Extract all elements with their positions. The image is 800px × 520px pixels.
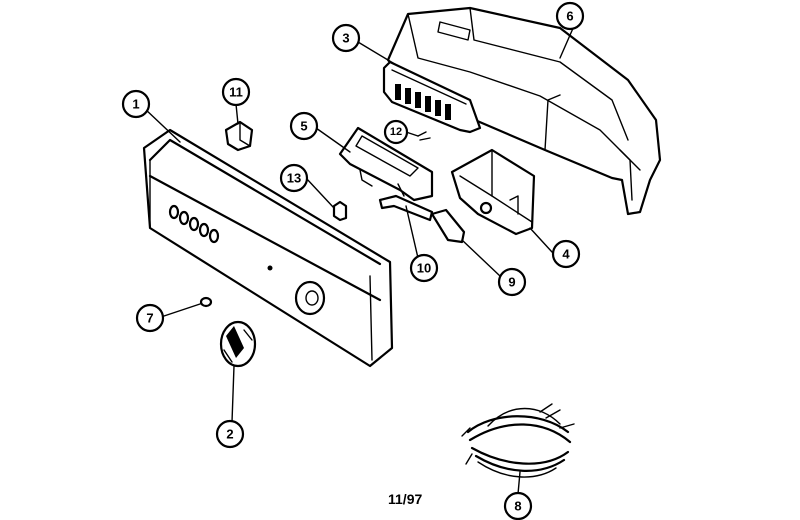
callout-10: 10 (409, 253, 439, 283)
callout-9: 9 (497, 267, 527, 297)
part-11-clip (224, 120, 254, 152)
callout-11: 11 (221, 77, 251, 107)
callout-label: 3 (342, 31, 349, 46)
callout-5: 5 (289, 111, 319, 141)
callout-label: 13 (287, 171, 301, 186)
callout-label: 2 (226, 427, 233, 442)
part-5-bracket (338, 126, 434, 202)
callout-label: 8 (514, 499, 521, 514)
callout-label: 9 (508, 275, 515, 290)
callout-label: 6 (566, 9, 573, 24)
part-7-screw (199, 296, 213, 308)
part-6-console-housing (386, 6, 662, 216)
callout-13: 13 (279, 163, 309, 193)
part-8-wire-harness (461, 403, 575, 478)
panel-knob-opening (294, 280, 326, 316)
callout-1: 1 (121, 89, 151, 119)
callout-label: 7 (146, 311, 153, 326)
leader-lines (143, 25, 575, 495)
callout-6: 6 (555, 1, 585, 31)
part-3-switch-assembly (382, 60, 482, 134)
part-1-control-panel (142, 128, 394, 368)
callout-4: 4 (551, 239, 581, 269)
callout-2: 2 (215, 419, 245, 449)
callout-label: 5 (300, 119, 307, 134)
part-2-knob (219, 320, 257, 368)
callout-label: 11 (229, 85, 243, 100)
date-code: 11/97 (388, 491, 422, 507)
part-12-screw (417, 131, 431, 141)
callout-3: 3 (331, 23, 361, 53)
part-9-terminal (430, 208, 466, 244)
part-13-block (332, 200, 348, 222)
callout-8: 8 (503, 491, 533, 520)
callout-label: 4 (562, 247, 570, 262)
callout-label: 12 (390, 126, 402, 138)
callout-12: 12 (383, 119, 409, 145)
callout-7: 7 (135, 303, 165, 333)
callout-label: 10 (417, 261, 431, 276)
panel-button-slots (168, 204, 220, 244)
callout-label: 1 (132, 97, 139, 112)
part-4-timer (450, 148, 536, 236)
